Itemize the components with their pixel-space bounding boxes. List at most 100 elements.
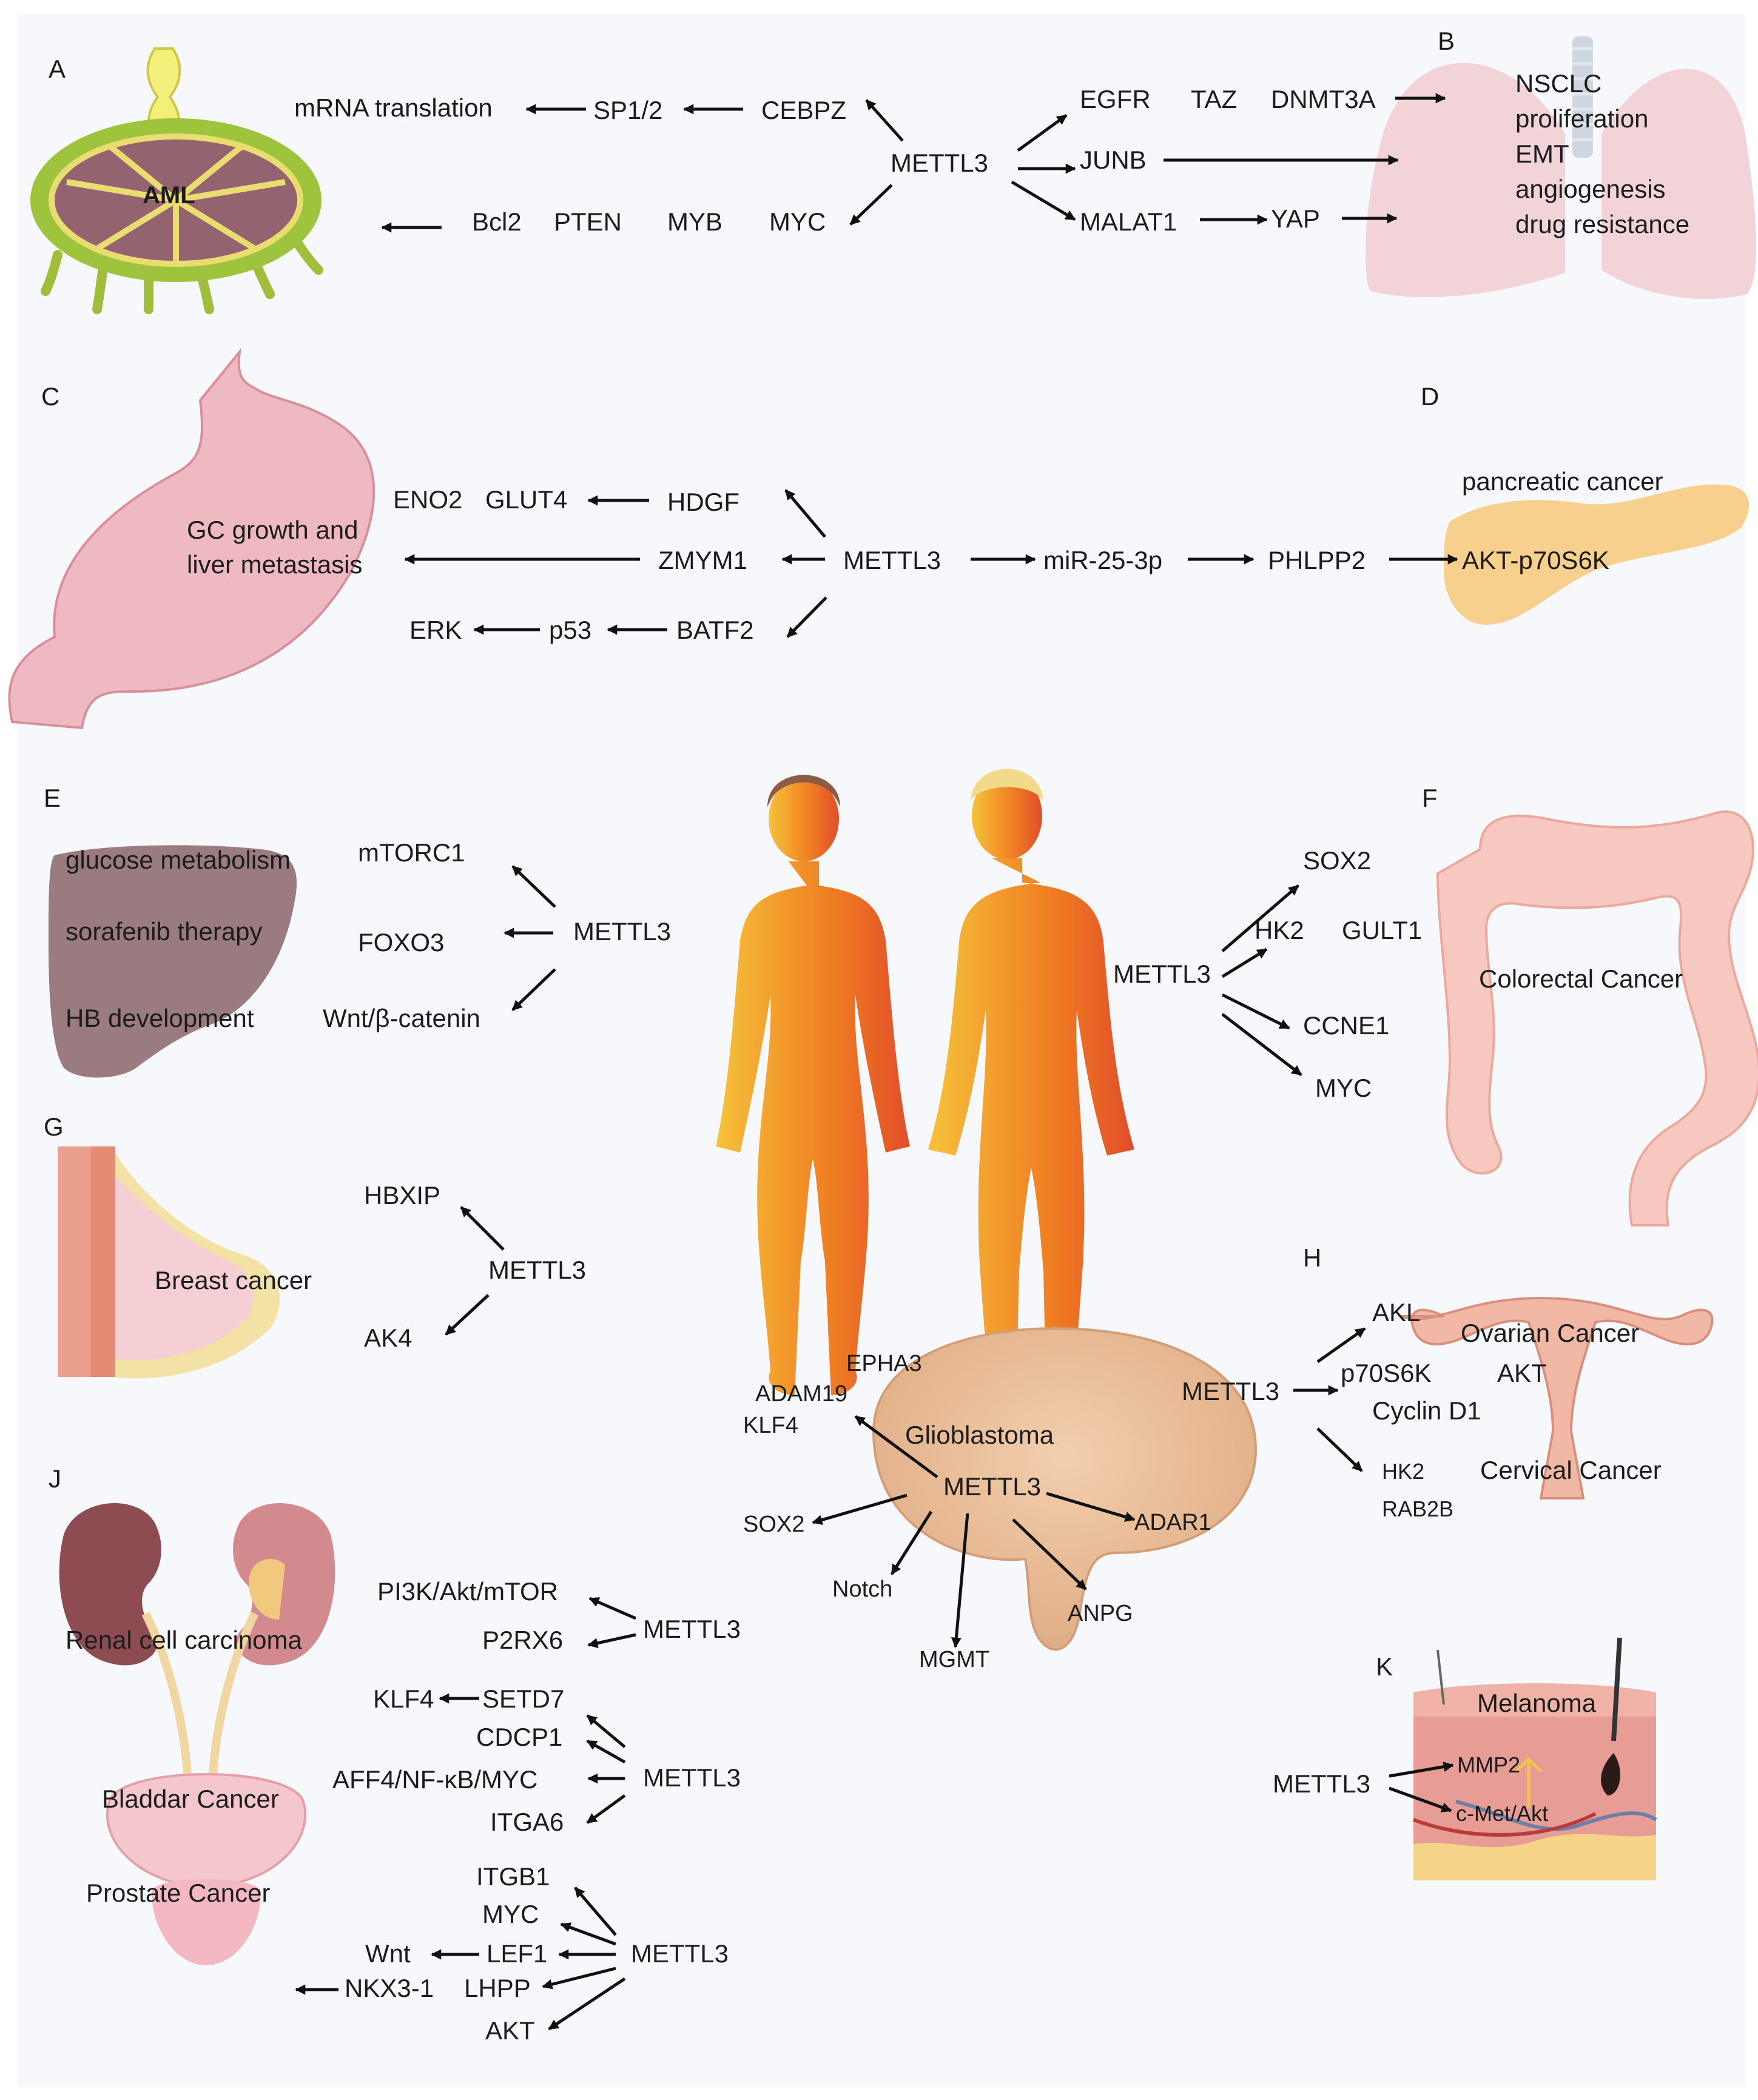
f-arrow xyxy=(1221,884,1299,952)
d-mir-25-3p: miR-25-3p xyxy=(1043,546,1162,574)
panel-letter-d: D xyxy=(1421,382,1439,411)
b-drug-resistance: drug resistance xyxy=(1515,210,1689,238)
a-bcl2: Bcl2 xyxy=(472,207,522,236)
a-myb: MYB xyxy=(667,207,722,236)
a-sp1-2: SP1/2 xyxy=(593,96,662,124)
j-prostate-mettl3: METTL3 xyxy=(631,1939,729,1968)
b-egfr: EGFR xyxy=(1080,85,1151,113)
j-itgb1: ITGB1 xyxy=(476,1862,550,1891)
breast-icon xyxy=(58,1146,280,1379)
j-arrow xyxy=(586,1714,626,1748)
c-zmym1: ZMYM1 xyxy=(658,546,747,574)
panel-letter-g: G xyxy=(44,1112,64,1141)
j-bladder-mettl3: METTL3 xyxy=(643,1763,741,1792)
panel-letter-b: B xyxy=(1438,27,1455,55)
i-notch: Notch xyxy=(832,1577,892,1602)
b-malat1: MALAT1 xyxy=(1080,207,1177,236)
panel-e: glucose metabolism sorafenib therapy HB … xyxy=(66,838,671,1032)
j-arrow xyxy=(542,1967,616,1990)
e-glucose-metabolism: glucose metabolism xyxy=(66,846,291,874)
skin-icon xyxy=(1412,1637,1657,1880)
k-organ: Melanoma xyxy=(1477,1689,1597,1717)
i-mettl3: METTL3 xyxy=(943,1472,1041,1501)
uterus-icon xyxy=(1401,1296,1714,1499)
j-pi3k-akt-mtor: PI3K/Akt/mTOR xyxy=(377,1577,558,1606)
g-mettl3: METTL3 xyxy=(488,1256,586,1284)
i-epha3: EPHA3 xyxy=(846,1351,922,1376)
e-arrow xyxy=(511,865,556,908)
panel-letters: A B C D E F G H I J K xyxy=(41,27,1455,1681)
c-eno2: ENO2 xyxy=(393,485,462,514)
female-body-icon xyxy=(716,775,910,1395)
brain-icon xyxy=(872,1327,1258,1651)
f-sox2: SOX2 xyxy=(1303,846,1371,875)
j-renal-cell-carcinoma: Renal cell carcinoma xyxy=(66,1626,302,1654)
stomach-icon xyxy=(8,348,376,730)
panel-f: METTL3 SOX2 HK2 GULT1 CCNE1 MYC Colorect… xyxy=(1113,846,1683,1102)
panel-i: EPHA3 ADAM19 KLF4 Glioblastoma METTL3 SO… xyxy=(743,1351,1211,1672)
bladder-icon xyxy=(106,1773,307,1888)
h-arrow xyxy=(1316,1427,1363,1472)
i-klf4: KLF4 xyxy=(743,1413,798,1438)
j-lef1: LEF1 xyxy=(487,1939,547,1968)
c-organ-line1: GC growth and xyxy=(187,516,358,544)
j-arrow xyxy=(586,1739,626,1764)
c-erk: ERK xyxy=(409,616,462,644)
panel-b: EGFR TAZ DNMT3A JUNB MALAT1 YAP NSCLC pr… xyxy=(1011,69,1689,238)
panel-c: GC growth and liver metastasis ENO2 GLUT… xyxy=(187,485,941,644)
f-hk2: HK2 xyxy=(1255,916,1304,944)
i-arrow xyxy=(890,1510,933,1575)
panel-letter-j: J xyxy=(49,1464,61,1493)
j-cdcp1: CDCP1 xyxy=(476,1723,562,1751)
i-arrow xyxy=(1046,1492,1136,1522)
h-mettl3: METTL3 xyxy=(1182,1377,1279,1405)
e-sorafenib-therapy: sorafenib therapy xyxy=(66,917,263,946)
panel-j: Renal cell carcinoma Bladdar Cancer Pros… xyxy=(66,1577,741,2045)
b-emt: EMT xyxy=(1515,140,1569,168)
j-bladder-cancer: Bladdar Cancer xyxy=(102,1785,279,1813)
k-arrow xyxy=(1389,1786,1452,1812)
a-mrna-translation: mRNA translation xyxy=(294,93,493,122)
g-ak4: AK4 xyxy=(364,1324,412,1352)
a-cebpz: CEBPZ xyxy=(761,96,846,124)
j-itga6: ITGA6 xyxy=(490,1808,564,1836)
h-hk2: HK2 xyxy=(1382,1459,1424,1484)
lung-icon xyxy=(1366,36,1756,299)
c-glut4: GLUT4 xyxy=(485,485,567,514)
panel-k: Melanoma METTL3 MMP2 c-Met/Akt xyxy=(1273,1689,1597,1826)
g-hbxip: HBXIP xyxy=(364,1181,440,1210)
b-nsclc: NSCLC xyxy=(1515,69,1601,98)
h-akl: AKL xyxy=(1372,1298,1420,1327)
k-mettl3: METTL3 xyxy=(1273,1769,1370,1798)
e-wnt-beta-catenin: Wnt/β-catenin xyxy=(323,1004,480,1032)
j-myc: MYC xyxy=(482,1900,539,1928)
h-rab2b: RAB2B xyxy=(1382,1496,1453,1521)
f-arrow xyxy=(1221,1013,1302,1076)
b-proliferation: proliferation xyxy=(1515,104,1648,133)
h-akt: AKT xyxy=(1497,1359,1547,1387)
panel-h: METTL3 AKL p70S6K AKT Cyclin D1 HK2 RAB2… xyxy=(1182,1298,1662,1521)
k-mmp2: MMP2 xyxy=(1457,1752,1520,1777)
h-ovarian-cancer: Ovarian Cancer xyxy=(1461,1319,1639,1347)
a-arrow xyxy=(849,184,893,226)
c-hdgf: HDGF xyxy=(667,488,739,516)
panel-letter-c: C xyxy=(41,382,59,411)
c-mettl3: METTL3 xyxy=(843,546,941,574)
prostate-icon xyxy=(152,1879,261,1965)
k-c-met-akt: c-Met/Akt xyxy=(1456,1801,1548,1826)
b-arrow xyxy=(1011,180,1076,221)
b-taz: TAZ xyxy=(1191,85,1237,113)
c-batf2: BATF2 xyxy=(676,616,754,644)
j-setd7: SETD7 xyxy=(482,1684,564,1713)
b-angiogenesis: angiogenesis xyxy=(1515,175,1666,203)
a-pten: PTEN xyxy=(554,207,622,236)
aml-cell-icon: AML xyxy=(30,47,323,314)
e-hb-development: HB development xyxy=(66,1004,254,1032)
c-arrow xyxy=(786,596,827,638)
h-cyclin-d1: Cyclin D1 xyxy=(1372,1396,1481,1425)
panel-letter-a: A xyxy=(49,55,66,83)
panel-g: Breast cancer HBXIP METTL3 AK4 xyxy=(155,1181,586,1352)
a-myc: MYC xyxy=(769,207,826,236)
i-sox2: SOX2 xyxy=(743,1512,804,1537)
